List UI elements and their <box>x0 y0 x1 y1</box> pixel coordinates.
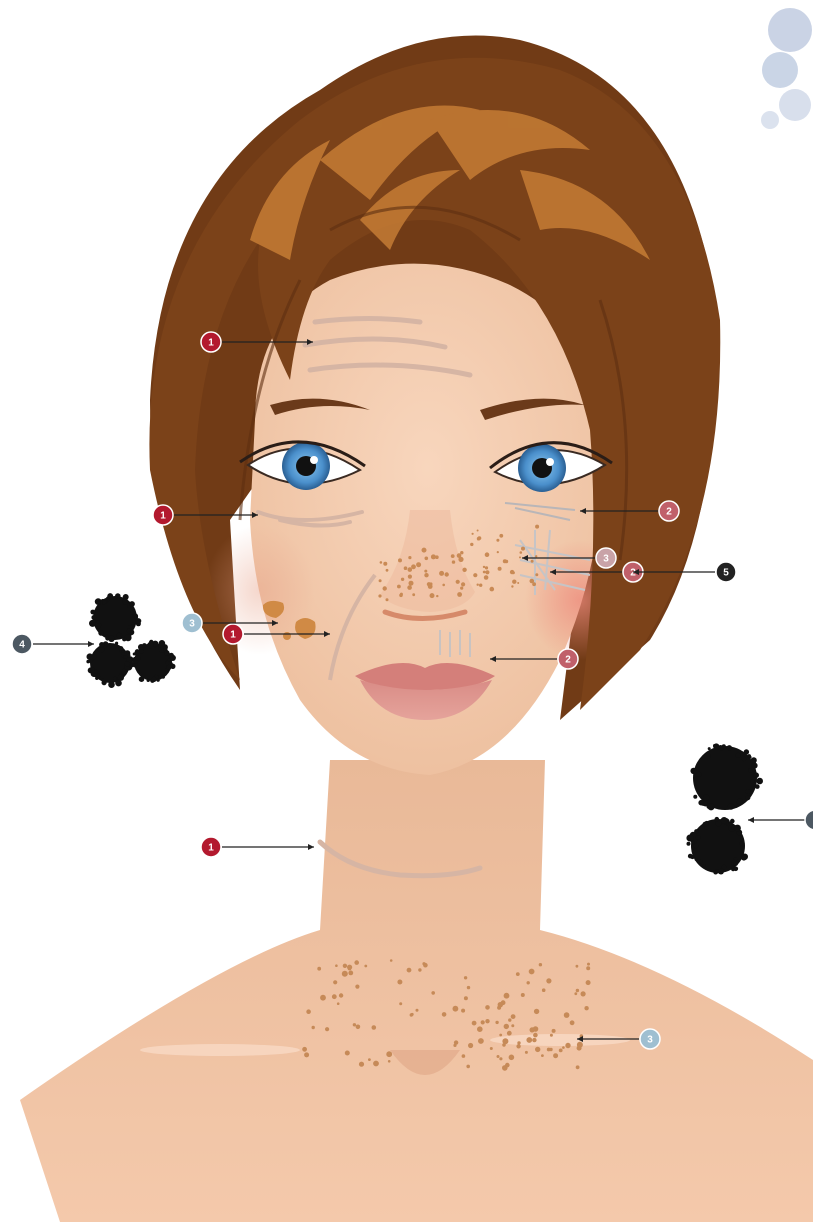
particle-2 <box>86 641 134 688</box>
callout-neck-line: 1 <box>201 837 314 857</box>
particle-4 <box>690 743 763 810</box>
label-number: 1 <box>160 511 166 522</box>
neck-shoulders <box>20 760 813 1222</box>
label-number: 3 <box>603 554 609 565</box>
particle-5 <box>686 817 748 875</box>
label-number: 4 <box>19 640 25 651</box>
label-number: 2 <box>666 507 672 518</box>
label-number: 1 <box>230 630 236 641</box>
label-number: 5 <box>723 568 729 579</box>
decorative-dots <box>761 8 812 129</box>
label-number: 2 <box>565 655 571 666</box>
label-number: 1 <box>208 338 214 349</box>
label-number: 1 <box>208 843 214 854</box>
arrowhead <box>308 844 314 850</box>
label-badge-partial <box>805 810 813 830</box>
label-number: 3 <box>647 1035 653 1046</box>
arrowhead <box>88 641 94 647</box>
callout-particles-left: 4 <box>12 634 94 654</box>
particle-3 <box>132 640 176 683</box>
callout-particles-right <box>748 810 813 830</box>
label-number: 3 <box>189 619 195 630</box>
particle-1 <box>89 593 141 642</box>
